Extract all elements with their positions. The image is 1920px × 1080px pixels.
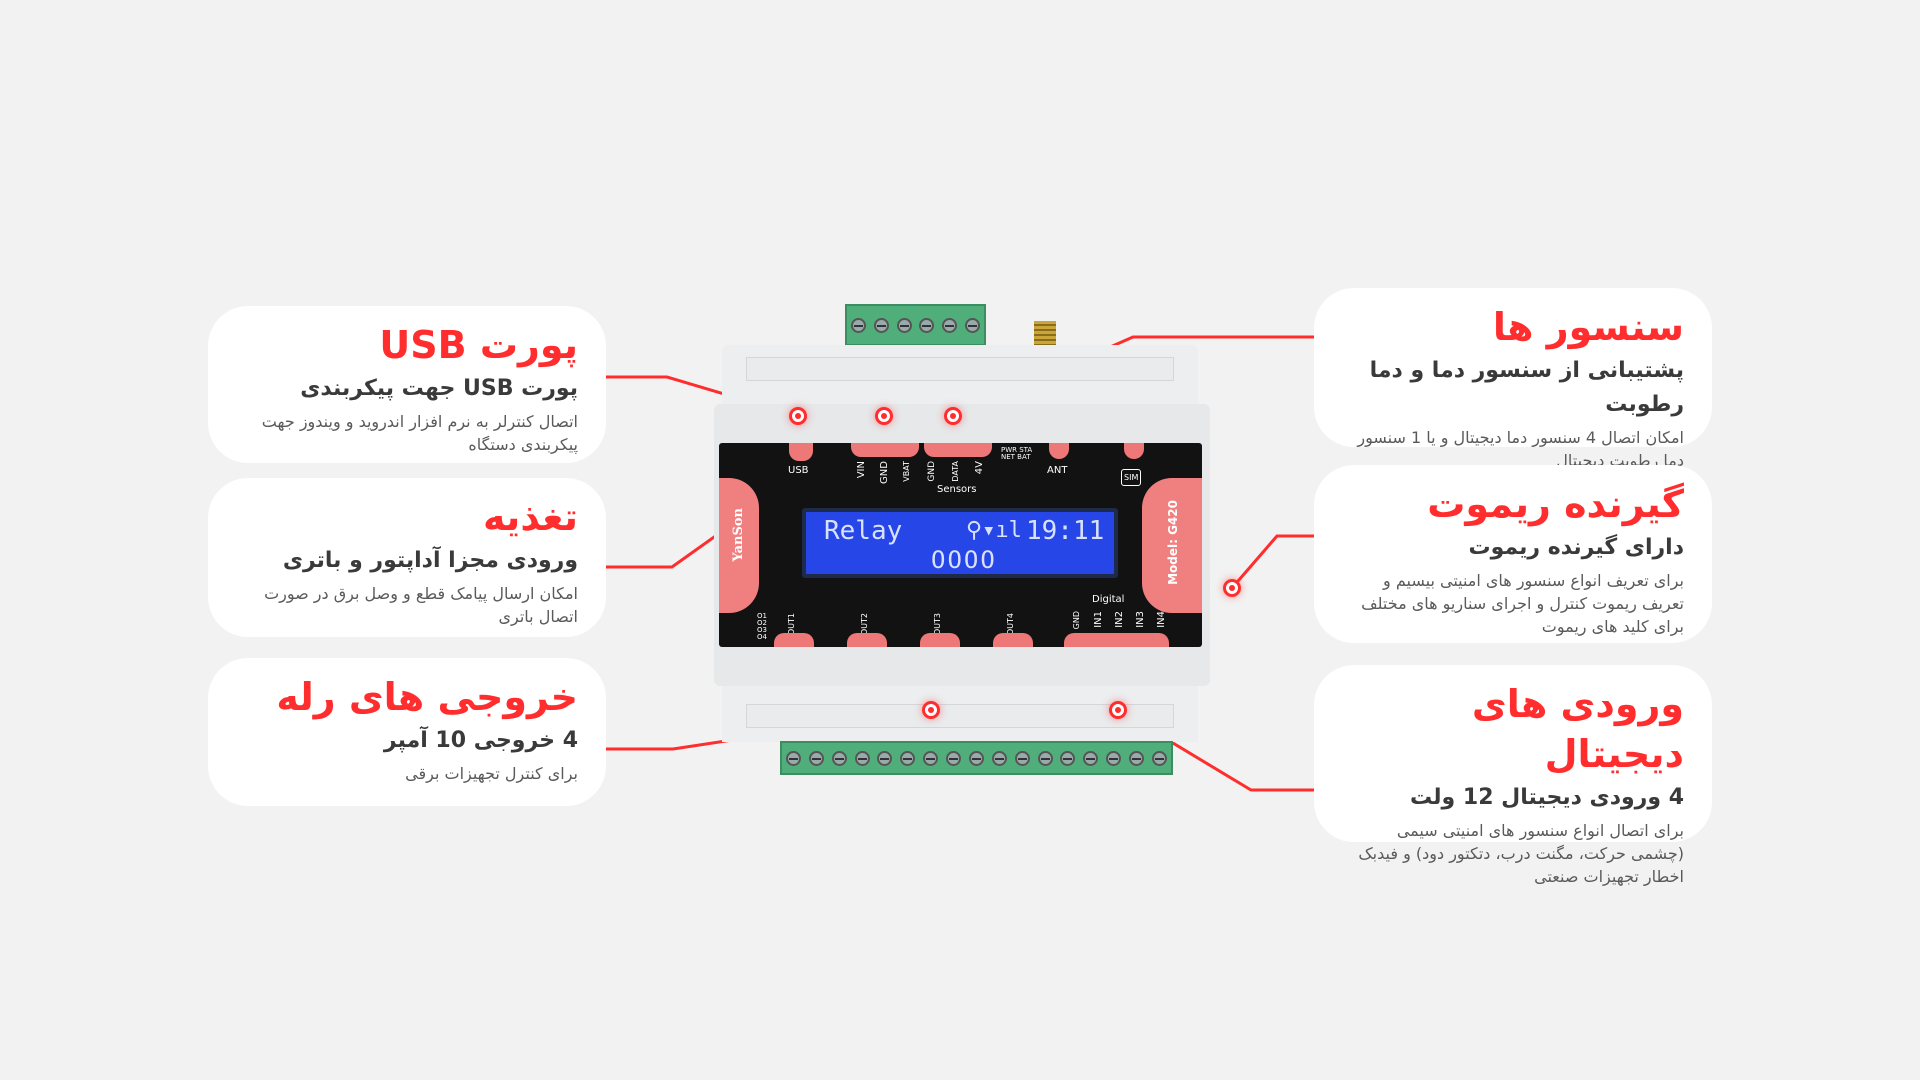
remote-hotspot[interactable] — [1223, 579, 1241, 597]
model-panel: Model: G420 — [1142, 478, 1202, 613]
card-subtitle: دارای گیرنده ریموت — [1468, 535, 1684, 560]
antenna-port — [1049, 443, 1069, 459]
lcd-time: 19:11 — [1026, 516, 1105, 546]
card-description: برای تعریف انواع سنسور های امنیتی بیسیم … — [1361, 571, 1684, 636]
housing-top — [722, 345, 1198, 407]
sensor-pins — [924, 443, 992, 457]
housing-bottom — [722, 684, 1198, 742]
ant-label: ANT — [1047, 465, 1068, 476]
pin-label: GND — [879, 461, 890, 484]
usb-port-card: پورت USB پورت USB جهت پیکربندی اتصال کنت… — [208, 306, 606, 463]
relay2-pins — [847, 633, 887, 647]
out2-label: OUT2 — [860, 613, 869, 636]
card-description: اتصال کنترلر به نرم افزار اندروید و ویند… — [261, 412, 578, 454]
power-hotspot[interactable] — [875, 407, 893, 425]
digital-hotspot[interactable] — [1109, 701, 1127, 719]
pin-label: GND — [927, 461, 937, 482]
card-subtitle: 4 ورودی دیجیتال 12 ولت — [1410, 785, 1684, 810]
usb-label: USB — [788, 465, 809, 476]
digital-label: Digital — [1092, 594, 1125, 605]
card-description: برای اتصال انواع سنسور های امنیتی سیمی (… — [1358, 821, 1684, 886]
lcd-icons: ⚲▾ıl — [966, 518, 1022, 543]
card-title: خروجی های رله — [276, 675, 578, 719]
output-leds-label: O1 O2 O3 O4 — [757, 612, 767, 641]
brand-panel: YanSon — [719, 478, 759, 613]
card-title: پورت USB — [379, 323, 578, 367]
out3-label: OUT3 — [933, 613, 942, 636]
card-subtitle: 4 خروجی 10 آمپر — [383, 728, 578, 753]
sensors-label: Sensors — [937, 484, 977, 495]
card-title: تغذیه — [483, 495, 578, 539]
remote-callout-line — [1230, 534, 1314, 589]
remote-receiver-card: گیرنده ریموت دارای گیرنده ریموت برای تعر… — [1314, 465, 1712, 643]
relay1-pins — [774, 633, 814, 647]
relay-outputs-card: خروجی های رله 4 خروجی 10 آمپر برای کنترل… — [208, 658, 606, 806]
card-title: ورودی های دیجیتال — [1471, 682, 1684, 776]
pin-label: IN4 — [1156, 611, 1167, 628]
lcd-display: Relay ⚲▾ıl 19:11 OOOO — [802, 508, 1118, 578]
out1-label: OUT1 — [787, 613, 796, 636]
relay3-pins — [920, 633, 960, 647]
out4-label: OUT4 — [1006, 613, 1015, 636]
relay4-pins — [993, 633, 1033, 647]
card-title: گیرنده ریموت — [1427, 482, 1684, 526]
bottom-terminal-block — [780, 741, 1173, 775]
pin-label: VIN — [856, 461, 867, 479]
usb-hotspot[interactable] — [789, 407, 807, 425]
sensors-card: سنسور ها پشتیبانی از سنسور دما و دما رطو… — [1314, 288, 1712, 470]
card-subtitle: پشتیبانی از سنسور دما و دما رطوبت — [1369, 358, 1684, 417]
pin-label: IN3 — [1135, 611, 1146, 628]
pin-label: 4V — [974, 461, 985, 475]
brand-logo: YanSon — [731, 508, 746, 562]
pin-label: VBAT — [902, 461, 911, 482]
pin-label: DATA — [951, 461, 960, 482]
card-description: امکان ارسال پیامک قطع و وصل برق در صورت … — [264, 584, 578, 626]
status-leds-label: PWR STA NET BAT — [1001, 446, 1033, 461]
lcd-line1: Relay — [824, 516, 903, 546]
pin-label: GND — [1072, 611, 1081, 630]
device-front-panel: YanSon Model: G420 USB VIN GND VBAT GND … — [719, 443, 1202, 647]
digital-inputs-card: ورودی های دیجیتال 4 ورودی دیجیتال 12 ولت… — [1314, 665, 1712, 886]
card-title: سنسور ها — [1492, 305, 1684, 349]
power-card: تغذیه ورودی مجزا آداپتور و باتری امکان ا… — [208, 478, 606, 637]
usb-port — [789, 443, 813, 461]
card-description: برای کنترل تجهیزات برقی — [405, 764, 578, 783]
antenna-connector — [1034, 321, 1056, 345]
pin-label: IN1 — [1093, 611, 1104, 628]
sim-slot: SIM — [1121, 469, 1142, 486]
digital-pins — [1064, 633, 1169, 647]
sensors-hotspot[interactable] — [944, 407, 962, 425]
model-label: Model: G420 — [1166, 500, 1180, 585]
lcd-line2: OOOO — [931, 546, 997, 574]
pin-label: IN2 — [1114, 611, 1125, 628]
relay-hotspot[interactable] — [922, 701, 940, 719]
power-pins — [851, 443, 919, 457]
sim-eject — [1124, 443, 1144, 459]
top-terminal-block — [845, 304, 986, 346]
card-subtitle: پورت USB جهت پیکربندی — [300, 376, 578, 401]
card-subtitle: ورودی مجزا آداپتور و باتری — [282, 548, 578, 573]
